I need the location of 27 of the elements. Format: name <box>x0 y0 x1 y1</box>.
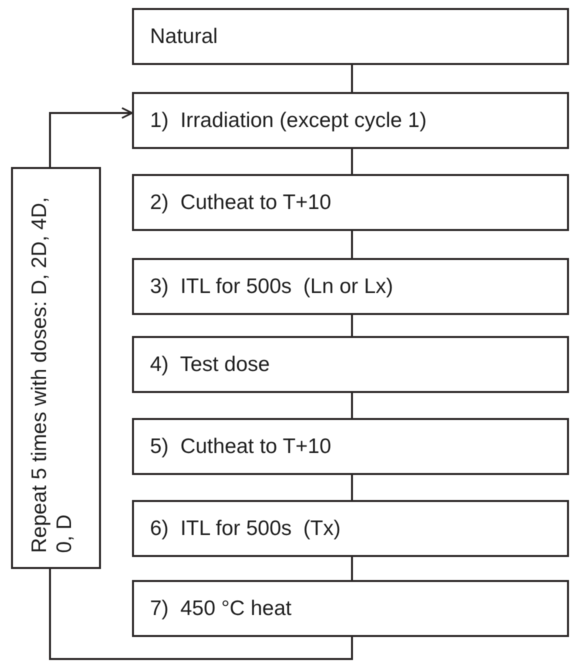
step-box <box>132 174 569 231</box>
loop-label: Repeat 5 times with doses: D, 2D, 4D, 0, D <box>27 196 78 555</box>
arrow <box>49 107 133 167</box>
connector-line <box>351 475 353 500</box>
connector-line <box>351 315 353 336</box>
step-box <box>132 580 569 637</box>
step-label: 2) Cutheat to T+10 <box>150 190 332 214</box>
step-label: 7) 450 °C heat <box>150 596 292 620</box>
step-box <box>132 418 569 475</box>
step-label: 3) ITL for 500s (Ln or Lx) <box>150 274 394 298</box>
connector-line <box>351 65 353 92</box>
step-box <box>132 92 569 149</box>
connector-line <box>351 149 353 174</box>
connector-line <box>351 231 353 258</box>
step-box <box>132 500 569 557</box>
connector-line <box>49 569 353 660</box>
connector-line <box>351 557 353 580</box>
connector-line <box>351 393 353 418</box>
step-label: 6) ITL for 500s (Tx) <box>150 516 341 540</box>
step-label: 4) Test dose <box>150 352 270 376</box>
step-label: 1) Irradiation (except cycle 1) <box>150 108 427 132</box>
step-box <box>132 8 569 65</box>
step-box <box>132 258 569 315</box>
loop-box <box>11 167 101 569</box>
step-box <box>132 336 569 393</box>
step-label: 5) Cutheat to T+10 <box>150 434 332 458</box>
step-label: Natural <box>150 24 218 48</box>
